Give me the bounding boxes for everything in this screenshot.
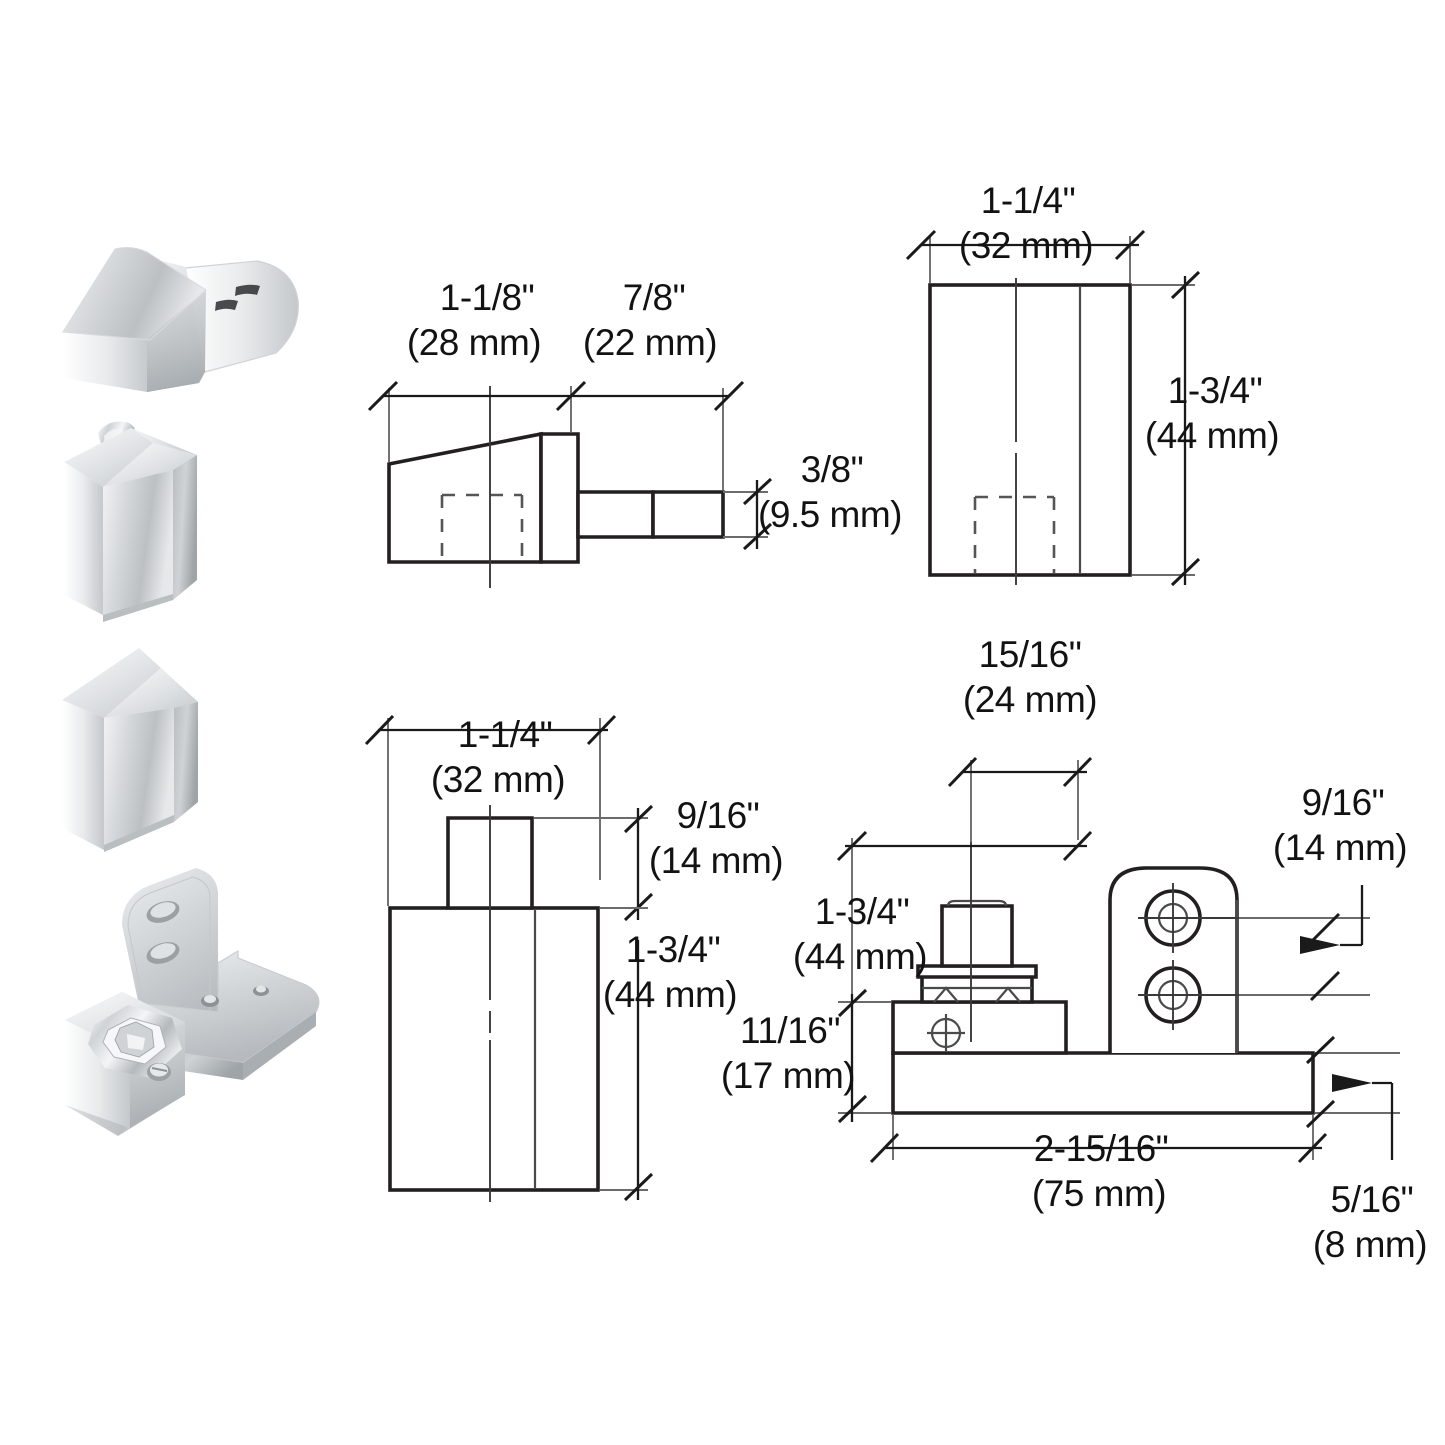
part-3d-pivot-cap-plain — [62, 648, 198, 852]
dim-1-3-4-right-metric: (44 mm) — [1145, 415, 1279, 456]
dim-1-3-4-bl-imperial: 1-3/4" — [626, 929, 720, 970]
view-side-profile: 1-1/8" (28 mm) 7/8" (22 mm) 3/8" (9.5 mm… — [367, 277, 903, 588]
dim-3-8-metric: (9.5 mm) — [758, 494, 902, 535]
part-3d-top-pivot-cap-angled — [62, 247, 299, 392]
view-assembly-side-elevation: 15/16" (24 mm) 1-3/4" (44 mm) 11/16" (17… — [721, 634, 1428, 1265]
dim-15-16-imperial: 15/16" — [979, 634, 1082, 675]
dim-11-16-metric: (17 mm) — [721, 1055, 855, 1096]
dim-1-3-4-right-imperial: 1-3/4" — [1168, 370, 1262, 411]
dim-1-1-4-bl-imperial: 1-1/4" — [458, 714, 552, 755]
dim-1-3-4-br-metric: (44 mm) — [793, 936, 927, 977]
dim-5-16-metric: (8 mm) — [1313, 1224, 1427, 1265]
screw-symbol-left — [927, 1014, 965, 1052]
view-front-with-pin: 1-1/4" (32 mm) 9/16" (14 mm) 1-3/4" (44 … — [364, 714, 784, 1202]
arrow-left-9-16 — [1300, 936, 1340, 954]
dim-1-3-4-br-imperial: 1-3/4" — [815, 891, 909, 932]
dim-9-16-br-metric: (14 mm) — [1273, 827, 1407, 868]
part-3d-bottom-pivot-assembly — [65, 868, 320, 1136]
dim-1-1-8-metric: (28 mm) — [407, 322, 541, 363]
dim-3-8-imperial: 3/8" — [801, 449, 864, 490]
dim-1-1-4-top-imperial: 1-1/4" — [981, 180, 1075, 221]
screw-hole-upper — [1138, 883, 1243, 953]
part-3d-pivot-cap-with-pin — [64, 421, 197, 622]
dim-11-16-imperial: 11/16" — [740, 1010, 840, 1051]
dim-2-15-16-metric: (75 mm) — [1032, 1173, 1166, 1214]
dim-7-8-imperial: 7/8" — [623, 277, 686, 318]
dim-1-1-4-top-metric: (32 mm) — [959, 225, 1093, 266]
dim-15-16-metric: (24 mm) — [963, 679, 1097, 720]
dim-9-16-bl-imperial: 9/16" — [677, 795, 760, 836]
dim-5-16-imperial: 5/16" — [1331, 1179, 1414, 1220]
dim-1-1-8-imperial: 1-1/8" — [440, 277, 534, 318]
dim-9-16-br-imperial: 9/16" — [1302, 782, 1385, 823]
dim-9-16-bl-metric: (14 mm) — [649, 840, 783, 881]
dim-1-3-4-bl-metric: (44 mm) — [603, 974, 737, 1015]
view-front-elevation: 1-1/4" (32 mm) 1-3/4" (44 mm) — [905, 180, 1280, 587]
dim-7-8-metric: (22 mm) — [583, 322, 717, 363]
dim-2-15-16-imperial: 2-15/16" — [1034, 1128, 1169, 1169]
arrow-left-5-16 — [1332, 1074, 1372, 1092]
screw-hole-lower — [1138, 960, 1243, 1030]
hex-nut-detail — [88, 1005, 182, 1078]
dim-1-1-4-bl-metric: (32 mm) — [431, 759, 565, 800]
